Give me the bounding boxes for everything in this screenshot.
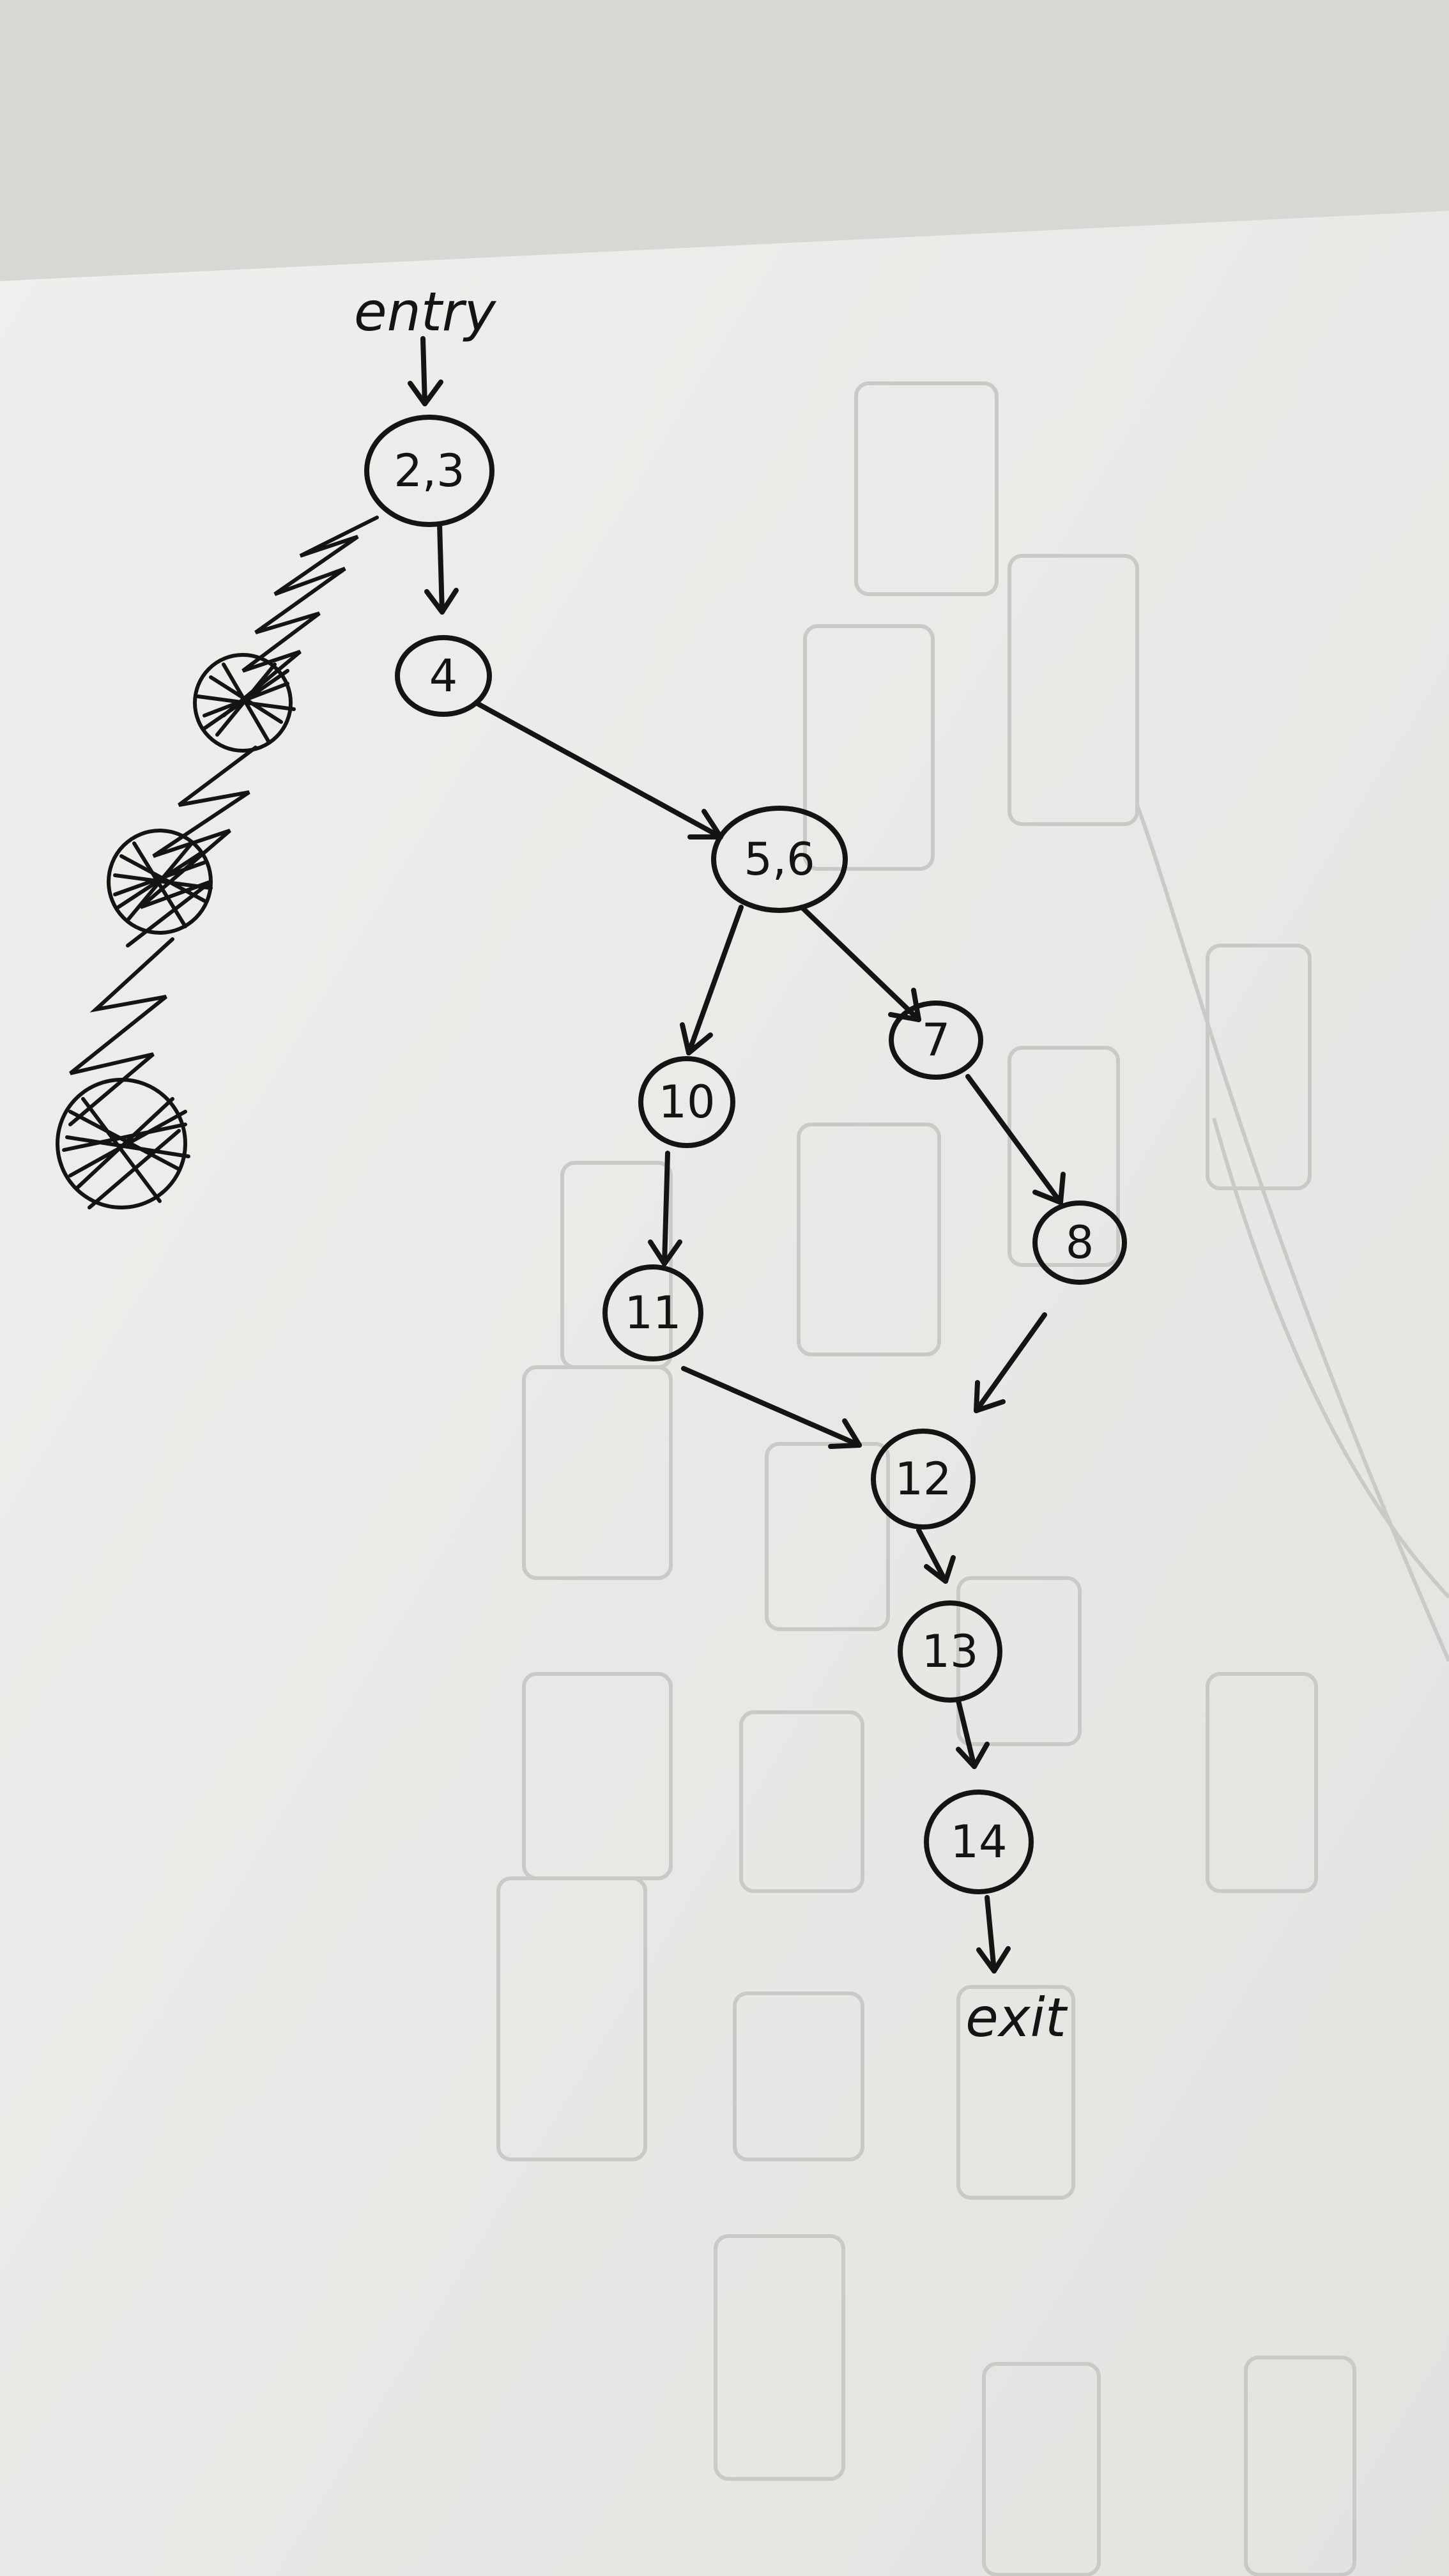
edge-2-3-to-4: [424, 521, 459, 615]
paper-sheet: [0, 211, 1449, 2576]
edge-8-to-12: [974, 1312, 1047, 1413]
edge-10-to-11: [648, 1151, 682, 1266]
node-7-label: 7: [922, 1014, 951, 1066]
scribbled-out-area: [56, 516, 379, 1209]
node-4: 4: [395, 635, 492, 717]
node-2-3-label: 2,3: [394, 445, 464, 497]
node-12: 12: [871, 1429, 976, 1529]
node-11-label: 11: [624, 1287, 681, 1339]
edge-5-6-to-10: [680, 905, 744, 1055]
node-8-label: 8: [1066, 1216, 1094, 1269]
show-through-texture: [496, 381, 1449, 2576]
node-5-6: 5,6: [711, 806, 848, 913]
node-14: 14: [924, 1790, 1034, 1894]
node-8: 8: [1032, 1200, 1127, 1285]
node-4-label: 4: [429, 650, 458, 702]
node-2-3: 2,3: [364, 415, 494, 527]
node-5-6-label: 5,6: [744, 833, 815, 885]
edge-entry-to-2-3: [408, 336, 443, 406]
edge-11-to-12: [681, 1366, 862, 1449]
edge-14-to-exit: [976, 1895, 1011, 1974]
node-10: 10: [638, 1056, 735, 1148]
node-13: 13: [898, 1600, 1002, 1703]
exit-label: exit: [965, 1986, 1068, 2049]
edge-7-to-8: [965, 1074, 1066, 1205]
edge-12-to-13: [916, 1528, 956, 1584]
node-14-label: 14: [950, 1816, 1007, 1868]
node-12-label: 12: [894, 1453, 951, 1505]
diagram-edges: [408, 336, 1066, 1974]
node-11: 11: [602, 1264, 703, 1361]
node-13-label: 13: [921, 1625, 978, 1678]
node-10-label: 10: [658, 1076, 715, 1128]
entry-label: entry: [354, 280, 496, 343]
edge-13-to-14: [956, 1698, 990, 1769]
node-7: 7: [889, 1000, 983, 1080]
